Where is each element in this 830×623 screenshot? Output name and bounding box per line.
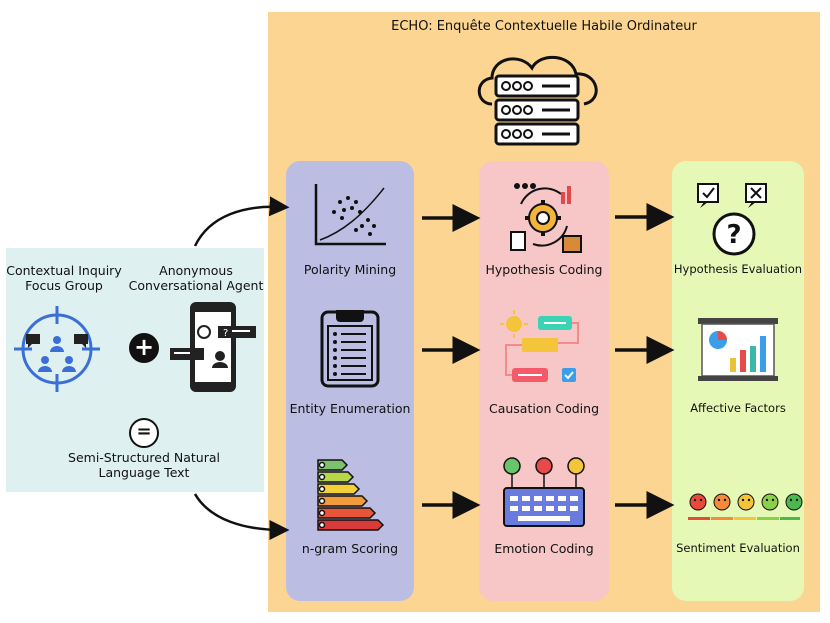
svg-text:?: ? [223, 328, 228, 339]
gear-process-icon [510, 183, 582, 253]
bar-chart-board-icon [698, 318, 778, 381]
focus-group-icon [14, 306, 100, 392]
mining-label-3: n-gram Scoring [301, 541, 399, 556]
svg-text:?: ? [726, 220, 741, 250]
equals-text: = [136, 421, 152, 442]
plus-text: + [133, 333, 155, 361]
emotion-keyboard-icon [503, 457, 585, 527]
result-text: Semi-Structured Natural Language Text [68, 450, 220, 480]
evaluation-label-2: Affective Factors [690, 401, 786, 415]
phone-chat-icon: ? [170, 302, 256, 392]
scatter-plot-icon [314, 184, 386, 246]
evaluation-label-1: Hypothesis Evaluation [673, 262, 803, 276]
coding-label-3: Emotion Coding [494, 541, 594, 556]
flow-steps-icon [500, 310, 579, 382]
mining-label-2: Entity Enumeration [289, 401, 411, 416]
agent-label: Anonymous Conversational Agent [124, 263, 268, 293]
curve-arrow-top [193, 196, 290, 247]
agent-text: Anonymous Conversational Agent [128, 263, 264, 293]
plus-symbol: + [129, 333, 159, 363]
coding-label-1: Hypothesis Coding [485, 262, 603, 277]
diagram-title: ECHO: Enquête Contextuelle Habile Ordina… [391, 19, 697, 34]
question-checks-icon: ? [697, 183, 767, 256]
energy-bars-icon [317, 459, 385, 531]
equals-symbol: = [129, 418, 159, 448]
focus-group-text: Contextual Inquiry Focus Group [6, 263, 122, 293]
cloud-server-icon [477, 55, 598, 146]
mining-label-1: Polarity Mining [303, 262, 397, 277]
focus-group-label: Contextual Inquiry Focus Group [4, 263, 124, 293]
coding-label-2: Causation Coding [488, 401, 600, 416]
curve-arrow-bottom [193, 493, 290, 540]
clipboard-list-icon [320, 310, 380, 388]
result-label: Semi-Structured Natural Language Text [40, 450, 248, 480]
emoji-scale-icon [688, 493, 803, 520]
evaluation-label-3: Sentiment Evaluation [676, 541, 800, 555]
